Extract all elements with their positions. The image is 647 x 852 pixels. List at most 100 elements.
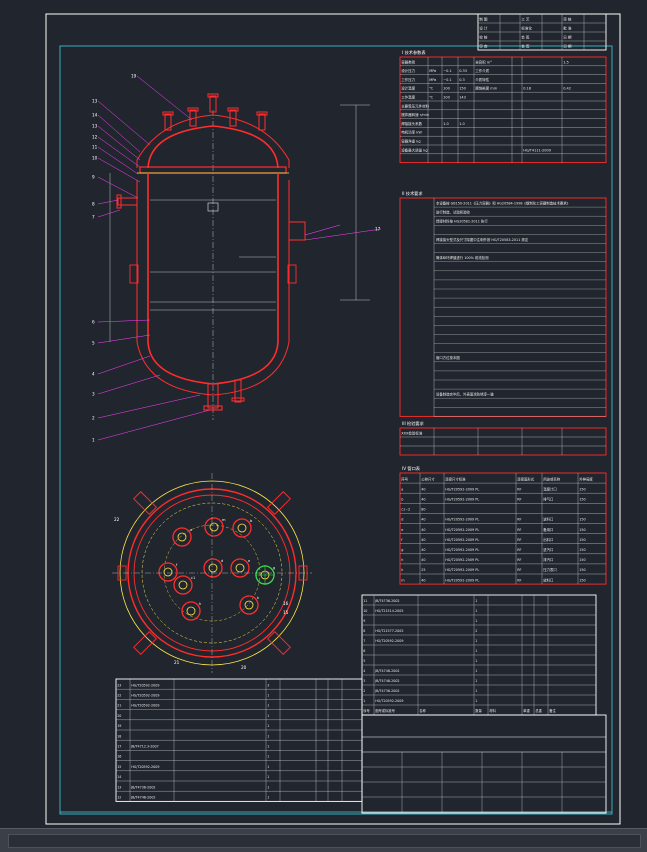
nozzle-label: g (273, 566, 275, 570)
table-cell: 150 (459, 87, 466, 91)
table-cell: 18 (117, 734, 121, 738)
table-cell: 16 (117, 755, 121, 759)
table-cell: RF (517, 518, 521, 522)
table-cell: 1 (363, 699, 365, 703)
table-cell: 设计压力 (401, 68, 415, 73)
table-cell: e (401, 528, 403, 532)
table-cell: 1.0 (459, 122, 465, 126)
inner-border (59, 45, 613, 815)
table-cell: 审 核 (563, 16, 572, 21)
table-cell: 150 (579, 548, 585, 552)
table-cell: 2 (363, 689, 365, 693)
table-cell: 设备最大质量 kg (401, 147, 427, 152)
section-II: 本设备按 GB150-2011《压力容器》和 HG20584-1998《钢制化工… (399, 197, 607, 417)
table-cell: 11 (363, 599, 367, 603)
plan-nozzle (230, 558, 250, 578)
command-bar[interactable] (0, 828, 647, 852)
title-block-border (361, 714, 607, 814)
nozzle-label: f (176, 563, 178, 567)
table-cell: 150 (579, 578, 585, 582)
leader-line (97, 334, 151, 344)
table-cell: 1 (475, 609, 477, 613)
part-label: 7 (92, 215, 95, 220)
table-cell: 21 (117, 704, 121, 708)
table-cell: f (401, 538, 403, 542)
table-cell: 8 (363, 629, 365, 633)
support-lug (267, 491, 291, 515)
nozzle-label: m (222, 518, 226, 522)
leader-line (304, 228, 382, 241)
plan-nozzle (158, 562, 178, 582)
table-cell: 出料口 (543, 537, 553, 542)
plan-label: 20 (241, 665, 247, 670)
table-cell: 放料口 (543, 577, 553, 582)
part-label: 4 (92, 372, 95, 377)
support-right (287, 264, 297, 284)
table-cell: 1 (475, 599, 477, 603)
table-cell: 10 (363, 609, 367, 613)
top-nozzle-flange (207, 93, 219, 98)
table-cell: 1 (475, 639, 477, 643)
leader-line (97, 157, 141, 183)
command-input[interactable] (8, 834, 641, 848)
table-cell: 1 (475, 699, 477, 703)
table-cell: 1 (475, 689, 477, 693)
table-cell: 设计温度 (401, 86, 415, 91)
section-II-text: 焊接接头型式及尺寸除图中注明外按 HG/T20583-2011 规定 (436, 237, 529, 242)
table-cell: 100 (443, 87, 450, 91)
table-cell: 40 (421, 538, 425, 542)
section-II-text: 焊接材料按 HG20581-2011 执行 (436, 219, 488, 224)
table-cell: 0.3 (459, 78, 465, 82)
table-cell: JB/T4736-2002 (374, 599, 399, 603)
section-I-heading: I 技术参数表 (402, 49, 426, 56)
table-cell: 1 (475, 649, 477, 653)
table-cell: 1.0 (443, 122, 449, 126)
leader-line (136, 75, 193, 121)
part-label: 19 (131, 74, 137, 79)
table-cell: 排汽口 (543, 557, 553, 562)
table-cell: 5 (363, 659, 365, 663)
table-cell: 单重 (523, 708, 530, 713)
table-cell: 40 (421, 548, 425, 552)
table-cell: HG/T20592-2009 PL (445, 568, 479, 572)
leader-line (97, 209, 121, 218)
table-cell: 15 (117, 765, 121, 769)
table-cell: 40 (421, 497, 425, 501)
table-cell: 1 (475, 619, 477, 623)
table-cell: g (401, 548, 403, 552)
table-cell: k (401, 568, 403, 572)
table-cell: 12 (117, 796, 121, 800)
table-cell: 批 准 (563, 25, 572, 30)
section-IV-heading: IV 管口表 (402, 465, 421, 472)
table-cell: 150 (579, 568, 585, 572)
table-cell: d (401, 518, 403, 522)
table-cell: 审 查 (479, 43, 488, 48)
leader-line (97, 176, 139, 199)
table-cell: XXX检验标准 (401, 430, 423, 435)
bottom-outlet-flange (203, 405, 223, 411)
table-cell: 40 (421, 518, 425, 522)
section-II-heading: II 技术要求 (402, 190, 423, 197)
table-cell: ~0.1 (443, 69, 452, 73)
section-II-text: 本设备按 GB150-2011《压力容器》和 HG20584-1998《钢制化工… (436, 200, 570, 205)
leader-line (97, 100, 151, 146)
plan-label: 15 (283, 610, 289, 615)
part-label: 3 (92, 392, 95, 397)
leader-line (97, 394, 201, 419)
plan-nozzle (232, 518, 252, 538)
table-cell: RF (517, 528, 521, 532)
leader-line (97, 409, 211, 441)
title-block (361, 714, 607, 814)
table-cell: JB/T4736-2002 (130, 785, 155, 789)
drawing-sheet[interactable]: 制 图工 艺审 核设 计标准化批 准校 核会 签日 期审 查会 签日 期I 技术… (0, 0, 647, 828)
plan-nozzle-bore (237, 523, 247, 533)
table-cell: 1 (267, 796, 269, 800)
table-cell: 外伸高度 (579, 476, 593, 481)
table-cell: 20 (117, 714, 121, 718)
nozzle-label: c1 (191, 576, 195, 580)
table-cell: 0.33 (459, 69, 467, 73)
table-cell: 3 (363, 679, 365, 683)
table-cell: 1 (267, 765, 269, 769)
